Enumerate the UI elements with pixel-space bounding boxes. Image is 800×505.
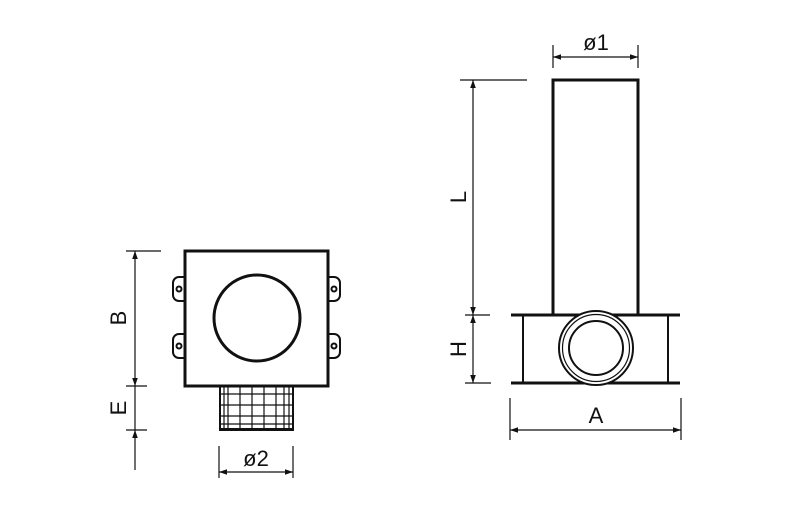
base-box (511, 310, 680, 386)
label-l: L (446, 191, 471, 203)
housing-box (183, 249, 330, 388)
label-a: A (589, 403, 604, 428)
spigot-inner (568, 320, 624, 376)
label-h: H (446, 341, 471, 357)
dimension-l: L (446, 79, 527, 315)
front-view: B E ø2 (106, 249, 341, 478)
dimension-h: H (446, 314, 491, 384)
spigot-outer (558, 310, 634, 386)
mesh-grille (219, 385, 294, 431)
duct-pipe (551, 78, 640, 317)
label-e: E (106, 401, 131, 416)
dimension-e: E (106, 386, 147, 470)
label-d2: ø2 (243, 446, 269, 471)
outlet-circle (212, 273, 302, 363)
dimension-a: A (509, 398, 682, 440)
dimension-d1: ø1 (552, 30, 639, 68)
label-d1: ø1 (583, 30, 609, 55)
dimension-b: B (106, 250, 161, 387)
side-view: ø1 L H A (446, 30, 682, 440)
dimension-d2: ø2 (218, 446, 294, 478)
label-b: B (106, 311, 131, 326)
mounting-lugs (172, 276, 341, 359)
